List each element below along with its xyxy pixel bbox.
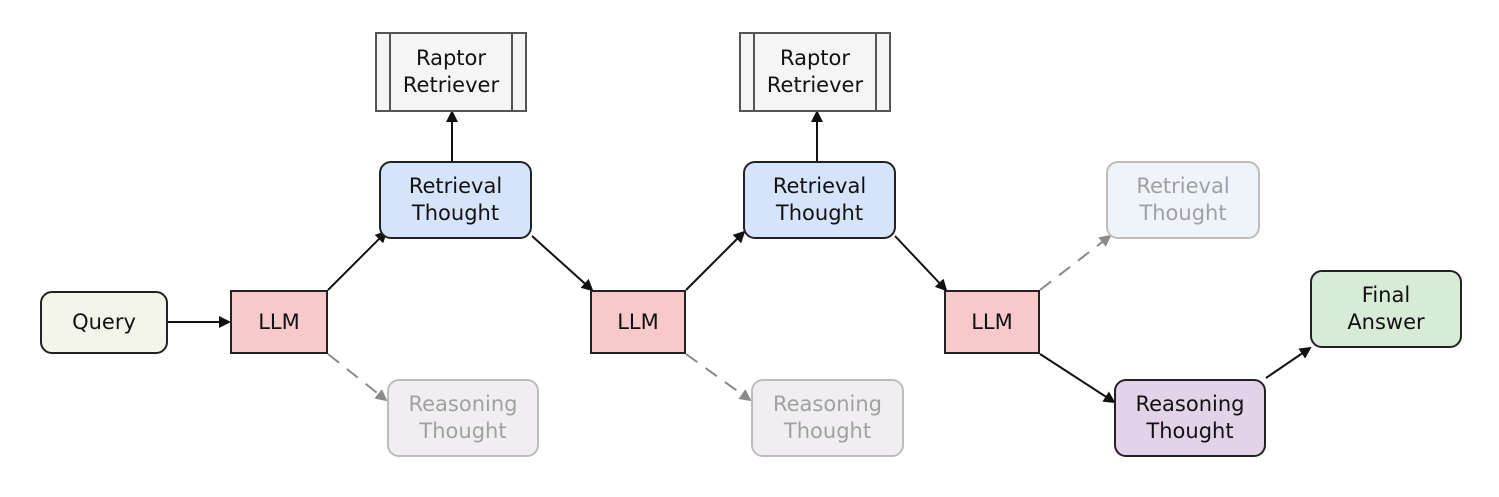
query-label: Query <box>72 310 136 334</box>
llm-label-1: LLM <box>258 309 300 334</box>
reasoning-thought-faded-line2-2: Thought <box>783 419 872 443</box>
raptor-retriever-node-1: Raptor Retriever <box>375 32 527 112</box>
final-answer-node: Final Answer <box>1310 270 1462 348</box>
reasoning-thought-faded-node-2: Reasoning Thought <box>751 379 904 457</box>
edge-retrieval-thought-2-to-llm-3 <box>894 235 948 292</box>
llm-label-2: LLM <box>617 309 659 334</box>
retrieval-thought-line1-2: Retrieval <box>772 174 867 198</box>
retrieval-thought-faded-line1: Retrieval <box>1136 174 1230 198</box>
raptor-retriever-node-2: Raptor Retriever <box>739 32 891 112</box>
reasoning-thought-faded-node-1: Reasoning Thought <box>387 379 539 457</box>
llm-node-3: LLM <box>944 290 1040 354</box>
edge-reasoning-thought-to-final-answer <box>1265 346 1312 379</box>
reasoning-thought-line2: Thought <box>1146 419 1234 443</box>
retrieval-thought-line2-1: Thought <box>411 201 500 225</box>
edge-llm-1-to-reasoning-thought-faded-1 <box>327 353 388 402</box>
final-answer-line1: Final <box>1361 283 1411 307</box>
reasoning-thought-faded-line1-2: Reasoning <box>772 392 882 416</box>
edge-llm-2-to-retrieval-thought-2 <box>685 230 746 291</box>
retrieval-thought-node-2: Retrieval Thought <box>743 161 896 239</box>
retrieval-thought-node-1: Retrieval Thought <box>379 161 532 239</box>
edge-llm-1-to-retrieval-thought-1 <box>327 230 388 291</box>
final-answer-line2: Answer <box>1347 310 1425 334</box>
raptor-retriever-line1-2: Raptor <box>779 46 851 70</box>
query-node: Query <box>40 291 168 354</box>
reasoning-thought-line1: Reasoning <box>1135 392 1245 416</box>
retrieval-thought-line2-2: Thought <box>775 201 864 225</box>
llm-node-2: LLM <box>590 290 686 354</box>
retrieval-thought-line1-1: Retrieval <box>408 174 503 198</box>
raptor-retriever-line2-2: Retriever <box>766 73 864 97</box>
edge-llm-3-to-reasoning-thought <box>1039 353 1116 404</box>
raptor-retriever-line2-1: Retriever <box>402 73 500 97</box>
llm-label-3: LLM <box>971 309 1013 334</box>
reasoning-thought-node: Reasoning Thought <box>1114 379 1266 457</box>
llm-node-1: LLM <box>230 290 328 354</box>
reasoning-thought-faded-line2-1: Thought <box>419 419 507 443</box>
retrieval-thought-faded-node: Retrieval Thought <box>1106 161 1260 239</box>
reasoning-thought-faded-line1-1: Reasoning <box>408 392 518 416</box>
edge-retrieval-thought-1-to-llm-2 <box>531 235 594 292</box>
edge-llm-2-to-reasoning-thought-faded-2 <box>685 353 752 402</box>
edge-llm-3-to-retrieval-thought-faded <box>1039 234 1112 291</box>
retrieval-thought-faded-line2: Thought <box>1139 201 1227 225</box>
raptor-retriever-line1-1: Raptor <box>415 46 487 70</box>
